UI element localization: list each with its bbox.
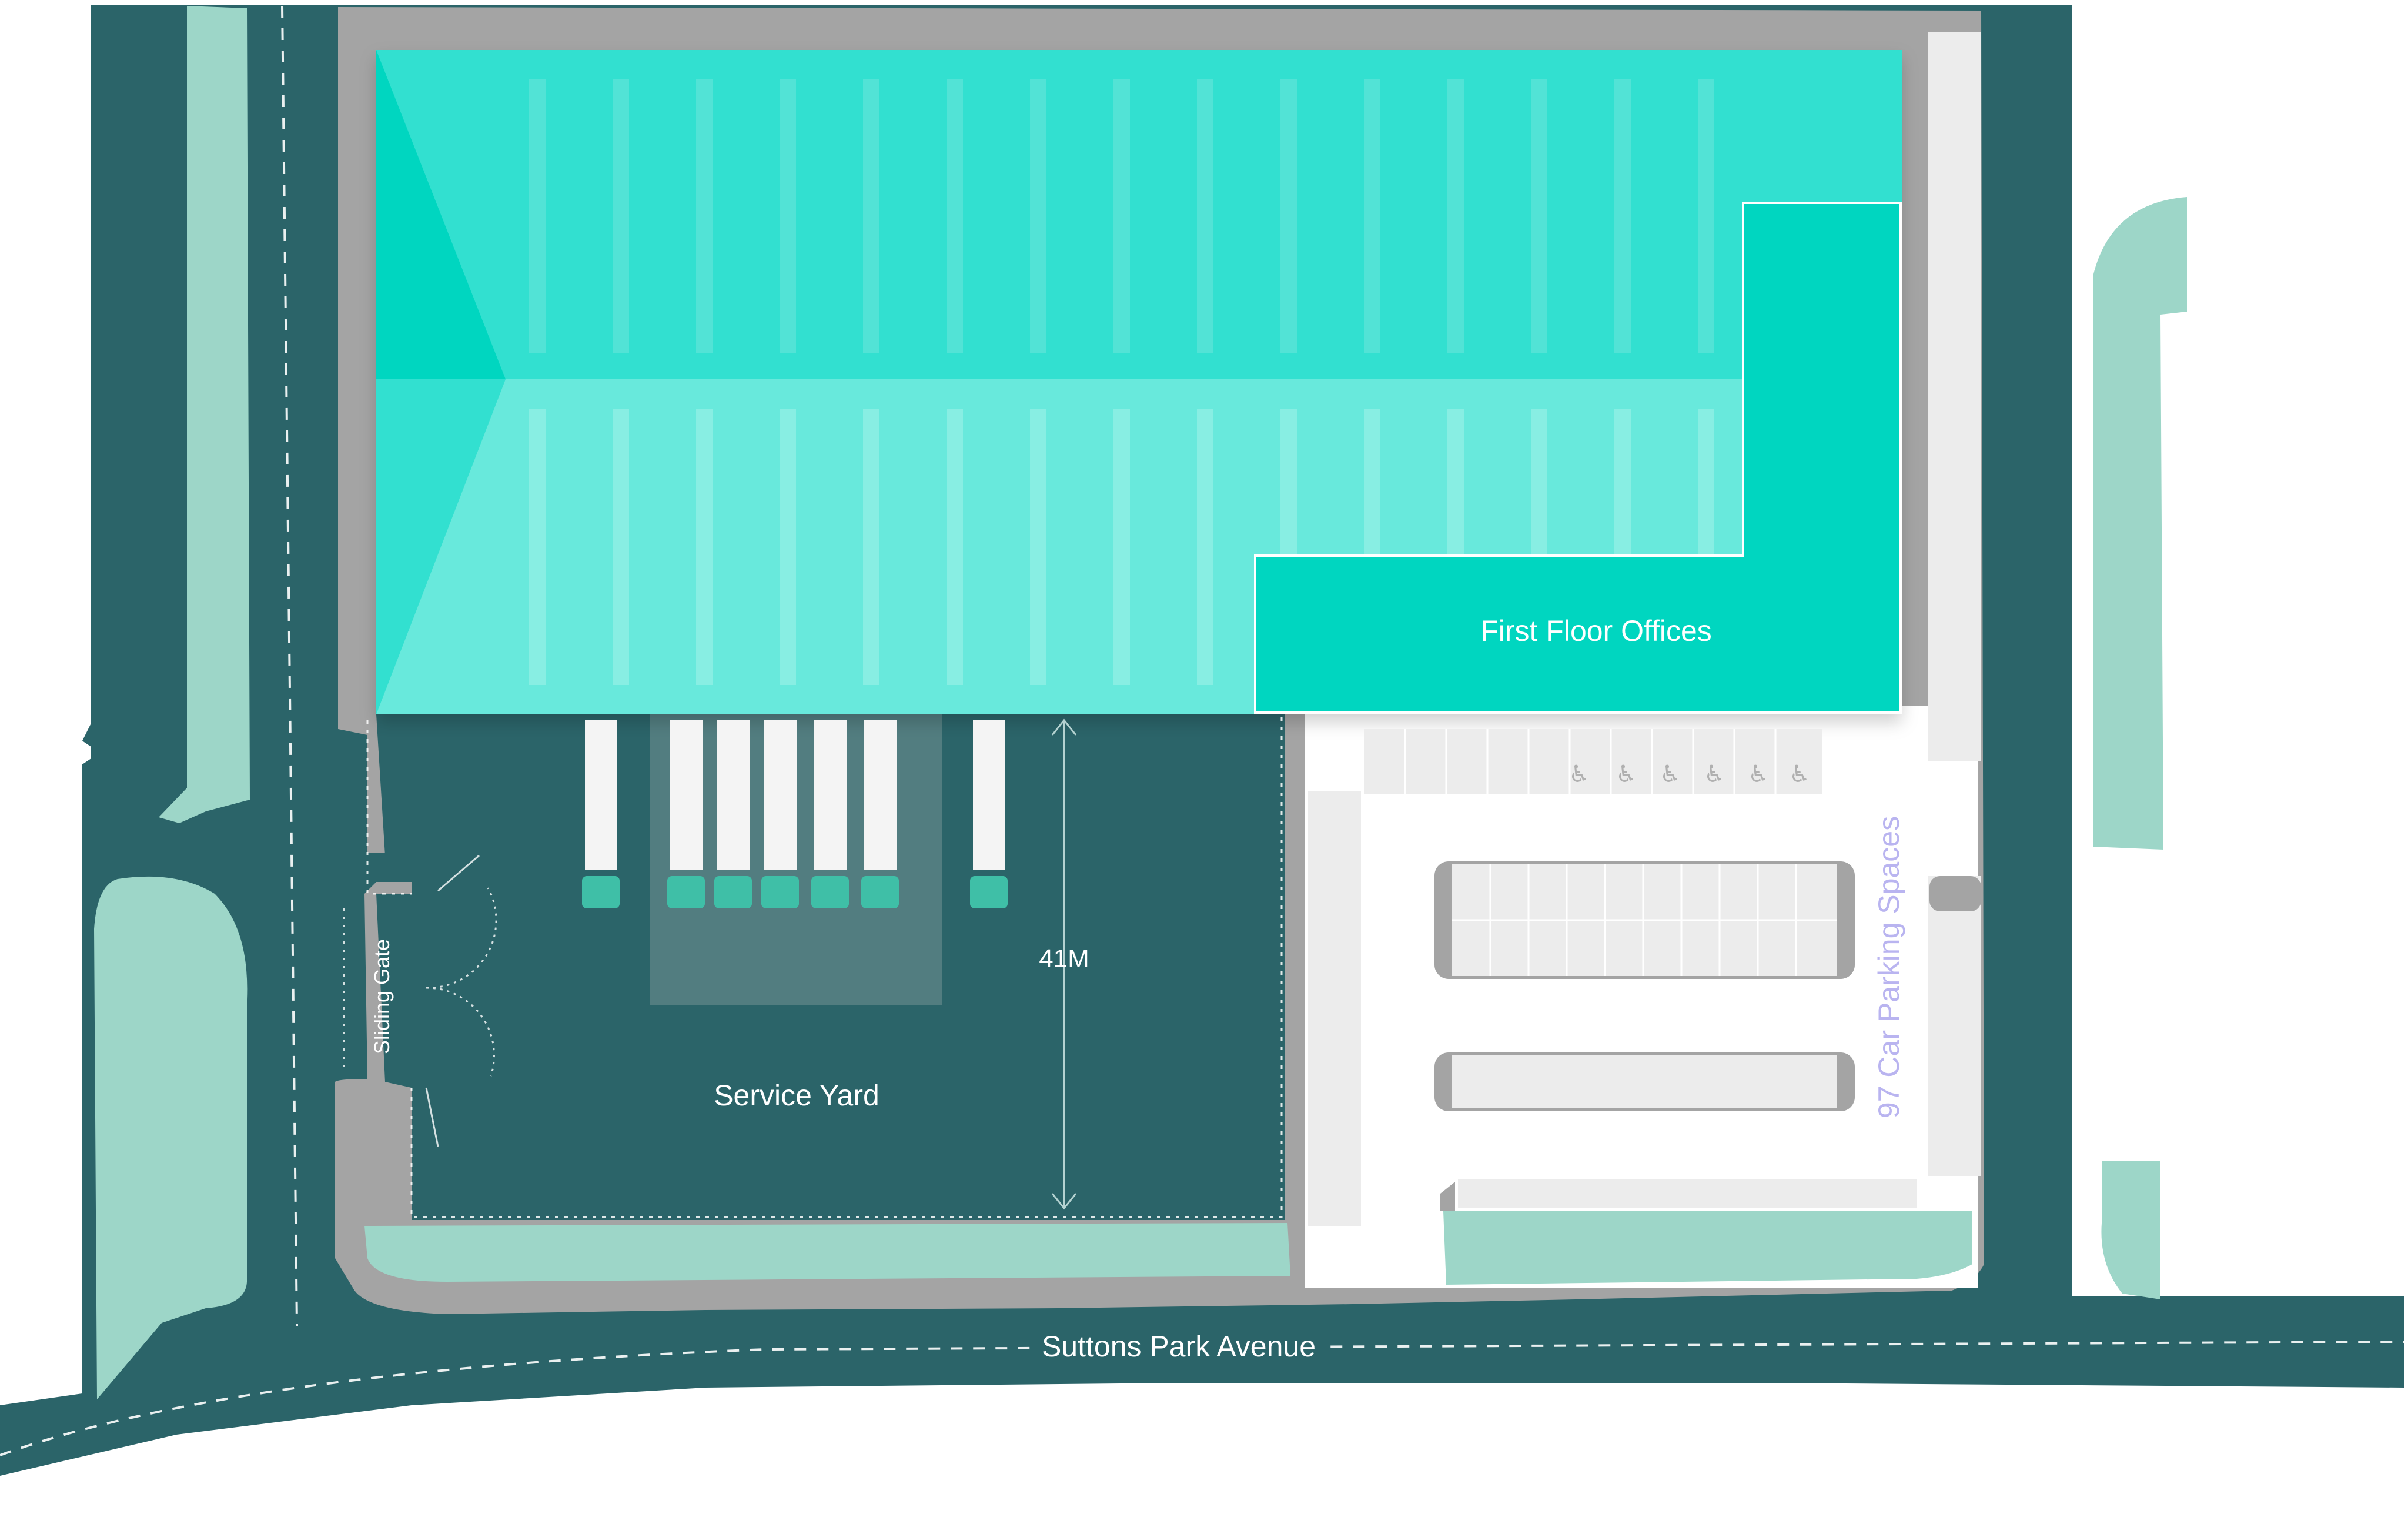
road-label: Suttons Park Avenue — [1042, 1330, 1316, 1363]
verge-right-top — [2093, 197, 2187, 850]
yard-depth-label: 41M — [1039, 944, 1089, 973]
parking-column-west — [1308, 791, 1361, 1226]
truck — [811, 720, 849, 908]
parking-label: 97 Car Parking Spaces — [1872, 816, 1905, 1118]
office-block — [1254, 202, 1902, 714]
verge-left-top — [159, 6, 250, 823]
parking-row-south — [1458, 1179, 1917, 1208]
roof-lights — [529, 79, 1714, 353]
parking-row-north — [1364, 729, 1822, 794]
wheelchair-icon: ♿ — [1704, 761, 1725, 788]
verge-right-lower — [2101, 1161, 2160, 1299]
wheelchair-icon: ♿ — [1748, 761, 1769, 788]
service-yard-label: Service Yard — [714, 1079, 879, 1112]
landscaping-verges — [94, 6, 2187, 1399]
wheelchair-icon: ♿ — [1616, 761, 1637, 788]
accessible-bays: ♿ ♿ ♿ ♿ ♿ ♿ — [1568, 761, 1810, 788]
sliding-gate-label: Sliding Gate — [370, 939, 394, 1054]
sliding-gate-arcs — [343, 854, 497, 1147]
roof-hip-front — [376, 379, 506, 714]
verge-carpark-south — [1443, 1211, 1972, 1285]
yard-depth-dimension — [1051, 718, 1077, 1210]
warehouse-building — [376, 50, 1902, 714]
office-label: First Floor Offices — [1480, 614, 1712, 647]
truck — [970, 720, 1008, 908]
truck — [761, 720, 799, 908]
truck — [861, 720, 899, 908]
roof-back-slope — [376, 50, 1902, 379]
security-fence — [366, 714, 1283, 1218]
car-park: ♿ ♿ ♿ ♿ ♿ ♿ — [1308, 729, 1981, 1226]
wheelchair-icon: ♿ — [1568, 761, 1590, 788]
east-parking-strip — [1928, 32, 1981, 761]
truck — [582, 720, 620, 908]
truck — [714, 720, 752, 908]
roof-hip-back — [376, 50, 506, 379]
truck — [667, 720, 705, 908]
wheelchair-icon: ♿ — [1660, 761, 1681, 788]
loading-dock-trucks — [582, 720, 1008, 908]
wheelchair-icon: ♿ — [1789, 761, 1810, 788]
verge-carpark-west — [1440, 1182, 1455, 1211]
road-markings — [0, 5, 2405, 1456]
verge-left-lower — [94, 876, 248, 1399]
road-label-bg — [1032, 1327, 1326, 1363]
verge-yard-south — [364, 1223, 1290, 1282]
parking-column-east — [1928, 876, 1981, 1176]
